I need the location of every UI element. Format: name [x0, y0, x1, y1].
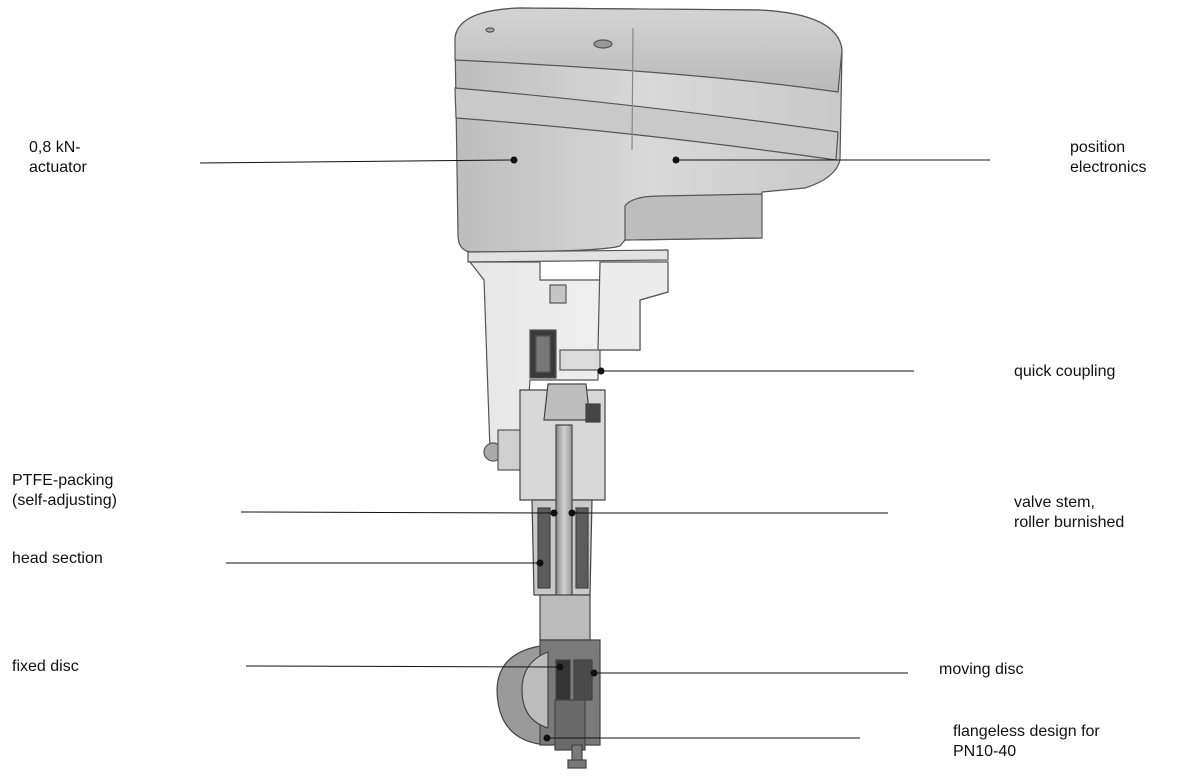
- label-actuator: 0,8 kN- actuator: [29, 139, 87, 176]
- label-position-electronics: position electronics: [1070, 139, 1147, 176]
- label-moving-disc: moving disc: [939, 661, 1024, 678]
- leader-ptfe-packing: [240, 511, 555, 514]
- leader-actuator: [199, 159, 515, 164]
- leader-lines: [199, 156, 990, 742]
- actuator-housing: [454, 7, 843, 263]
- label-valve-stem: valve stem, roller burnished: [1014, 494, 1125, 531]
- label-ptfe-packing: PTFE-packing (self-adjusting): [12, 472, 117, 509]
- leader-fixed-disc: [245, 665, 561, 668]
- valve-body-section: [496, 383, 606, 769]
- label-fixed-disc: fixed disc: [12, 658, 79, 675]
- label-flangeless-design: flangeless design for PN10-40: [953, 723, 1100, 760]
- label-head-section: head section: [12, 550, 103, 567]
- label-quick-coupling: quick coupling: [1014, 363, 1116, 380]
